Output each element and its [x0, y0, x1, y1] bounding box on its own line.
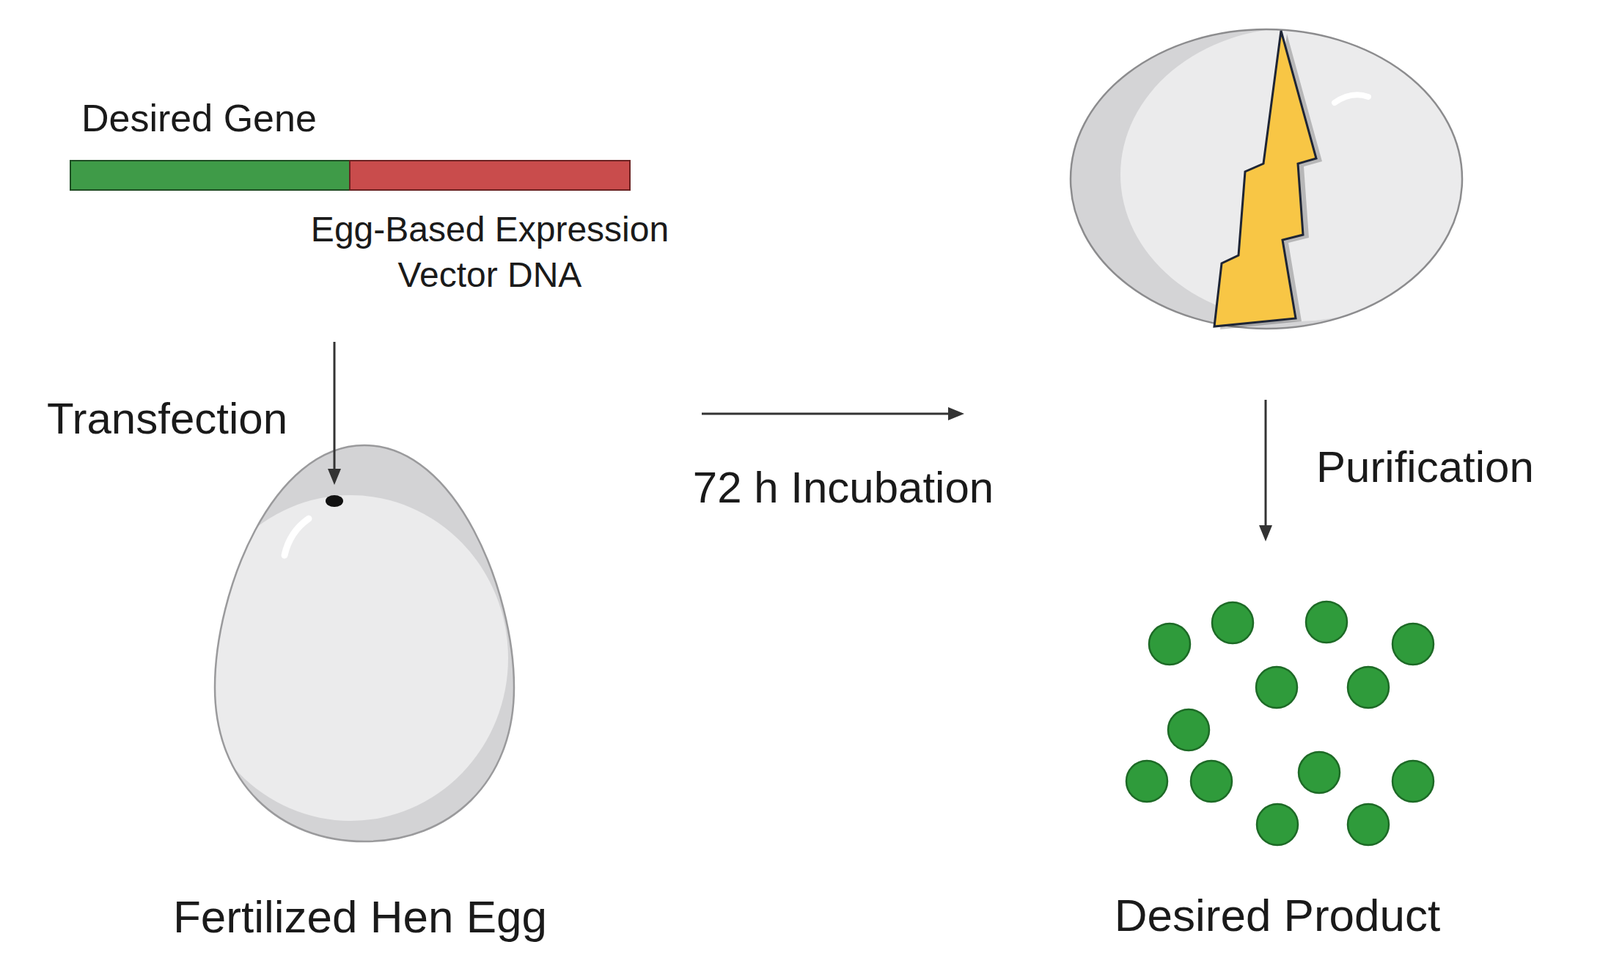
product-particles	[1125, 599, 1436, 847]
flow-arrow	[701, 406, 965, 421]
flow-arrow	[1259, 399, 1273, 542]
arrow-head	[1259, 525, 1273, 542]
step-label: Transfection	[46, 392, 288, 446]
fertilized-egg: Fertilized Hen Egg	[214, 445, 515, 842]
cracked-egg-shape	[1069, 27, 1464, 330]
product-dot	[1347, 803, 1389, 845]
product-dot	[1347, 666, 1389, 708]
step-label: Purification	[1316, 440, 1535, 494]
arrow-line	[701, 412, 949, 416]
arrow-head	[327, 468, 341, 485]
arrow-line	[333, 341, 336, 469]
product-dot	[1212, 602, 1254, 644]
gene-construct: Desired GeneEgg-Based Expression Vector …	[69, 95, 679, 342]
egg-shape	[214, 445, 515, 842]
crack-shape	[1214, 30, 1317, 327]
node-label: Desired Gene	[81, 95, 317, 141]
product-dot	[1126, 760, 1168, 802]
product-group: Desired Product	[1125, 599, 1436, 847]
product-dot	[1305, 601, 1348, 643]
flow-arrow	[327, 341, 341, 485]
node-label: Fertilized Hen Egg	[173, 889, 548, 944]
arrow-head	[948, 406, 965, 421]
product-dot	[1298, 751, 1340, 793]
injection-dot	[325, 494, 344, 507]
product-dot	[1392, 623, 1434, 665]
product-dot	[1256, 666, 1298, 708]
vector-segment	[349, 159, 631, 191]
gene-segment	[69, 159, 351, 191]
step-label: 72 h Incubation	[692, 461, 994, 515]
product-dot	[1392, 760, 1434, 802]
product-dot	[1190, 760, 1232, 802]
product-dot	[1149, 623, 1191, 665]
arrow-line	[1264, 399, 1268, 526]
product-dot	[1256, 803, 1298, 845]
node-sublabel: Egg-Based Expression Vector DNA	[291, 206, 688, 298]
product-dot	[1168, 709, 1210, 751]
cracked-egg	[1069, 27, 1464, 330]
node-label: Desired Product	[1114, 887, 1441, 943]
